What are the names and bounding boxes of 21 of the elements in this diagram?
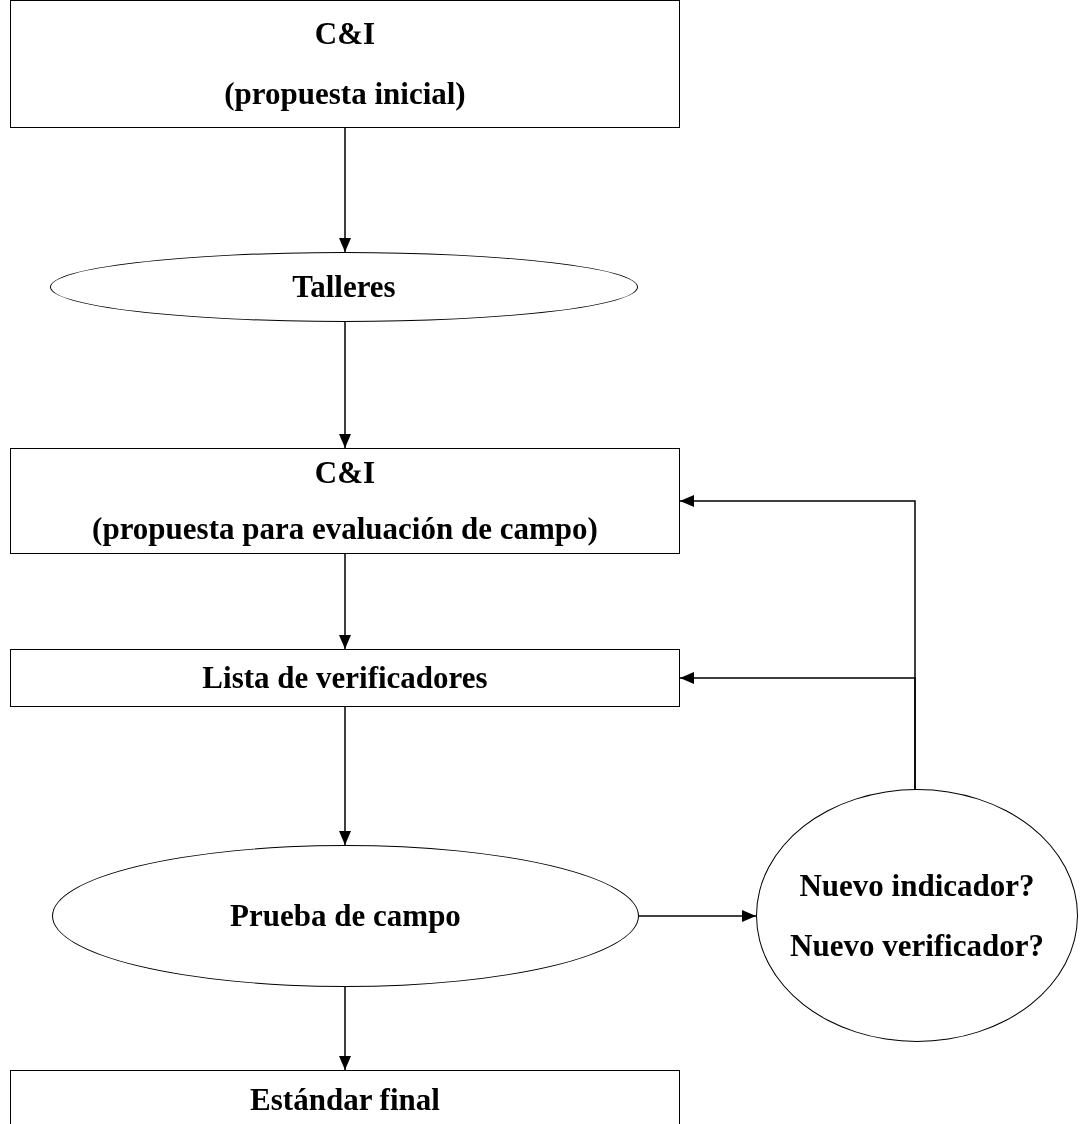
- node-label: C&I: [314, 16, 376, 52]
- process-box: [10, 448, 680, 554]
- node-label: Estándar final: [250, 1082, 440, 1118]
- arrow: [638, 910, 757, 922]
- process-box: [10, 0, 680, 128]
- node-label: (propuesta para evaluación de campo): [92, 511, 598, 547]
- arrow: [339, 706, 351, 846]
- arrow: [339, 553, 351, 650]
- arrow: [339, 986, 351, 1071]
- node-label: Nuevo verificador?: [790, 927, 1044, 964]
- node-label: Talleres: [292, 269, 396, 305]
- arrow: [339, 321, 351, 449]
- arrow: [679, 672, 916, 790]
- node-label: Nuevo indicador?: [799, 867, 1035, 904]
- node-label: Lista de verificadores: [202, 660, 488, 696]
- process-box: [10, 1070, 680, 1124]
- node-label: Prueba de campo: [230, 898, 461, 934]
- node-label: C&I: [314, 455, 376, 491]
- arrow: [339, 127, 351, 253]
- node-label: (propuesta inicial): [224, 76, 466, 112]
- process-box: [10, 649, 680, 707]
